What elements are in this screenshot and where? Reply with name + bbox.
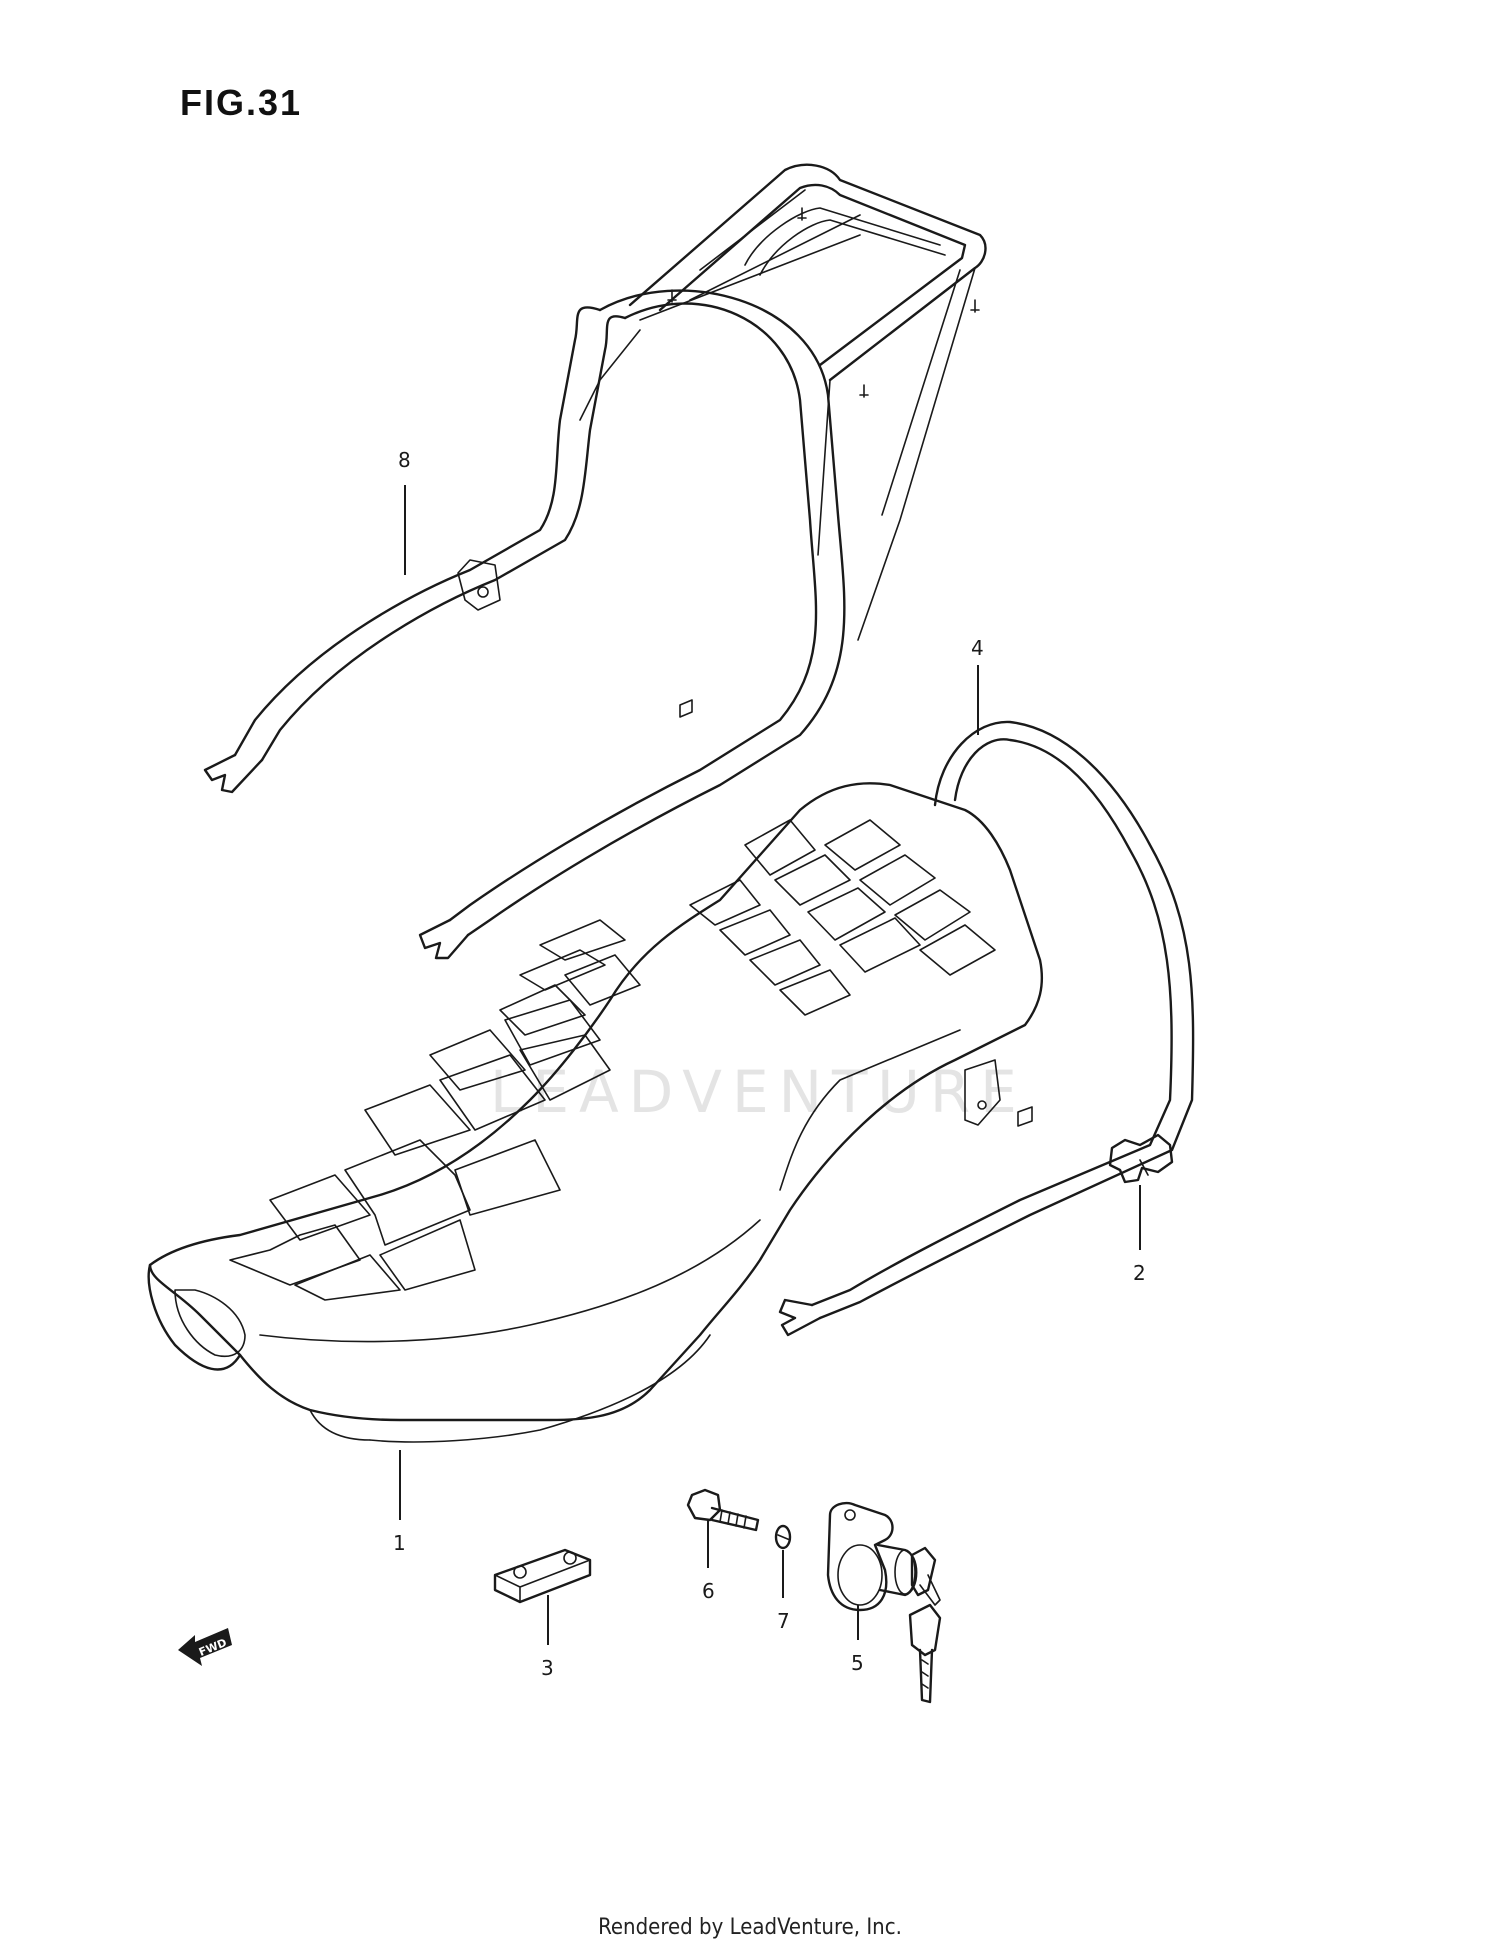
- figure-title: FIG.31: [180, 82, 303, 123]
- part-3-plate[interactable]: [493, 1548, 592, 1604]
- callout-6[interactable]: 6: [702, 1579, 715, 1603]
- part-6-screw[interactable]: [686, 1488, 760, 1532]
- part-5-lock-set[interactable]: [826, 1501, 942, 1704]
- callout-8[interactable]: 8: [398, 448, 411, 472]
- watermark-text: LEADVENTURE: [490, 1058, 1027, 1126]
- part-7-washer[interactable]: [774, 1524, 792, 1550]
- fwd-arrow-icon: FWD: [178, 1628, 232, 1666]
- footer-credit: Rendered by LeadVenture, Inc.: [598, 1915, 902, 1940]
- callout-1[interactable]: 1: [393, 1531, 406, 1555]
- callout-4[interactable]: 4: [971, 636, 984, 660]
- callout-3[interactable]: 3: [541, 1656, 554, 1680]
- part-8-rear-carrier[interactable]: [203, 163, 987, 960]
- part-1-seat[interactable]: [147, 782, 1044, 1443]
- callout-2[interactable]: 2: [1133, 1261, 1146, 1285]
- part-2-bolt[interactable]: [1108, 1133, 1174, 1184]
- callout-5[interactable]: 5: [851, 1651, 864, 1675]
- callout-7[interactable]: 7: [777, 1609, 790, 1633]
- part-4-grab-bar[interactable]: [778, 720, 1195, 1337]
